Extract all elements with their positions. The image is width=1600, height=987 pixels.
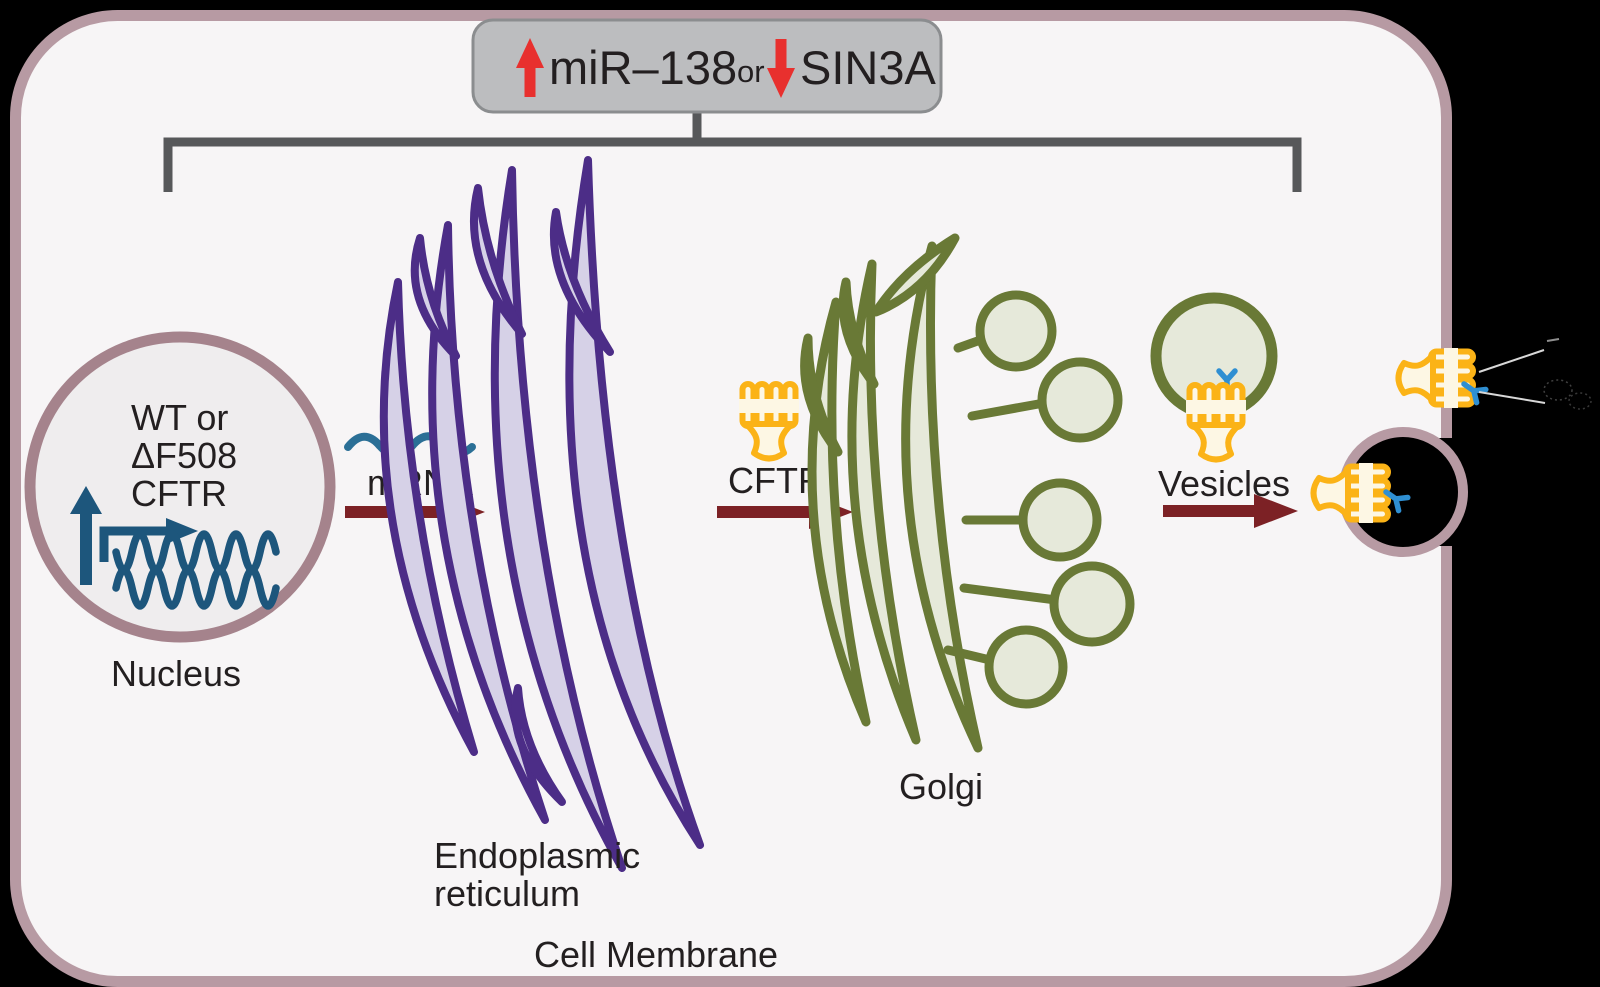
vesicles-label: Vesicles [1158, 463, 1290, 504]
up-arrow-icon [516, 38, 544, 97]
flow-arrow-vesicle-to-membrane [1163, 494, 1298, 528]
nucleus-label: Nucleus [111, 653, 241, 694]
down-arrow-icon [767, 39, 795, 98]
er-fork-tip [410, 234, 460, 360]
vesicle-group: Vesicles [1150, 292, 1298, 528]
er-cisterna [428, 221, 549, 824]
banner: miR–138 or SIN3A [471, 18, 943, 114]
er-label-line1: Endoplasmic [434, 835, 640, 876]
golgi-fork-tip [838, 277, 879, 389]
banner-box [471, 18, 943, 114]
transcription-up-arrow-icon [70, 486, 102, 585]
er-group [379, 156, 704, 872]
er-label-line2: reticulum [434, 873, 580, 914]
golgi-bud [1049, 561, 1135, 647]
golgi-group: Golgi [800, 233, 1135, 807]
gene-label-line1: WT or [131, 397, 228, 438]
golgi-fork-tip [871, 233, 960, 317]
bracket-line [163, 137, 1302, 192]
cell-membrane-label: Cell Membrane [534, 934, 778, 975]
golgi-bud-neck [967, 398, 1049, 421]
er-fork-tip [469, 184, 526, 338]
golgi-cisterna [901, 241, 983, 753]
er-fork-tip [511, 684, 566, 806]
promoter-arrow-icon [99, 526, 168, 562]
gene-label-line3: CFTR [131, 473, 227, 514]
golgi-fork-tip [800, 333, 843, 457]
banner-or-label: or [737, 54, 765, 89]
membrane-group [1314, 338, 1592, 557]
golgi-bud-neck [943, 645, 995, 665]
gene-label-line2: ΔF508 [131, 435, 237, 476]
golgi-bud [975, 290, 1057, 372]
er-cisterna [379, 278, 478, 756]
dna-helix-icon [112, 530, 280, 610]
er-cisterna [490, 166, 626, 872]
banner-sin3a-label: SIN3A [800, 41, 936, 94]
golgi-label: Golgi [899, 766, 983, 807]
golgi-bud-neck [959, 583, 1061, 605]
chloride-efflux-lines [1478, 338, 1592, 410]
bracket [163, 110, 1302, 192]
banner-mir-label: miR–138 [549, 41, 737, 94]
nucleus-group: WT or ΔF508 CFTR Nucleus [24, 331, 336, 694]
golgi-bud [1037, 357, 1123, 443]
golgi-bud [984, 625, 1068, 709]
golgi-bud [1018, 478, 1102, 562]
er-fork-tip [549, 208, 614, 356]
er-cisterna [565, 156, 704, 849]
